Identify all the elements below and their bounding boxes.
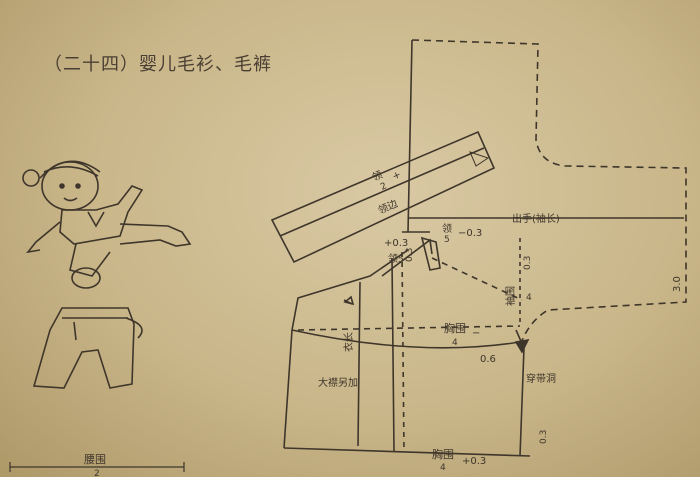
- label-collar-half: 领: [370, 168, 384, 184]
- label-hem-plus: +0.3: [462, 456, 486, 467]
- label-sleeve-30: 3.0: [672, 276, 683, 292]
- label-sleeve-03: 0.3: [523, 256, 533, 270]
- label-collar-five-b: 领: [388, 252, 398, 265]
- label-armhole: 袖围: [504, 286, 517, 306]
- baby-illustration: [22, 160, 192, 289]
- label-sleeve-length: 出手(袖长): [512, 212, 560, 225]
- label-collar-half-den: 2: [379, 181, 388, 192]
- label-chest-den: 4: [452, 338, 458, 348]
- label-hem-03: 0.3: [539, 430, 549, 444]
- label-collar-five-b-suffix: +0.3: [384, 238, 408, 249]
- label-front-extension: 大襟另加: [318, 376, 358, 389]
- label-chest: 胸围: [444, 321, 466, 335]
- label-06: 0.6: [480, 354, 496, 365]
- label-collar-five-suffix: −0.3: [458, 228, 482, 239]
- label-small-03: 0.3: [405, 248, 415, 262]
- label-waist: 腰围: [84, 453, 106, 466]
- label-collar-five: 领: [442, 222, 452, 235]
- waist-measure: [9, 462, 185, 472]
- label-tie-hole: 穿带洞: [526, 372, 556, 385]
- trousers-illustration: [32, 307, 143, 389]
- sweater-pattern: [270, 39, 687, 457]
- label-chest-minus: −: [472, 328, 480, 339]
- label-waist-den: 2: [94, 469, 100, 477]
- label-collar-five-den: 5: [444, 235, 450, 245]
- label-hem-chest-den: 4: [440, 463, 446, 473]
- label-collar-half-plus: +: [391, 169, 403, 182]
- label-armhole-den: 4: [526, 293, 532, 303]
- label-hem-chest: 胸围: [432, 447, 454, 461]
- label-body-length: 衣长: [342, 332, 355, 352]
- pattern-labels: 领 2 + 领边 领 5 −0.3 领 5 +0.3 0.3 出手(袖长) 0.…: [84, 168, 683, 477]
- page-title: （二十四）婴儿毛衫、毛裤: [44, 54, 272, 75]
- label-collar-five-b-den: 5: [398, 255, 404, 265]
